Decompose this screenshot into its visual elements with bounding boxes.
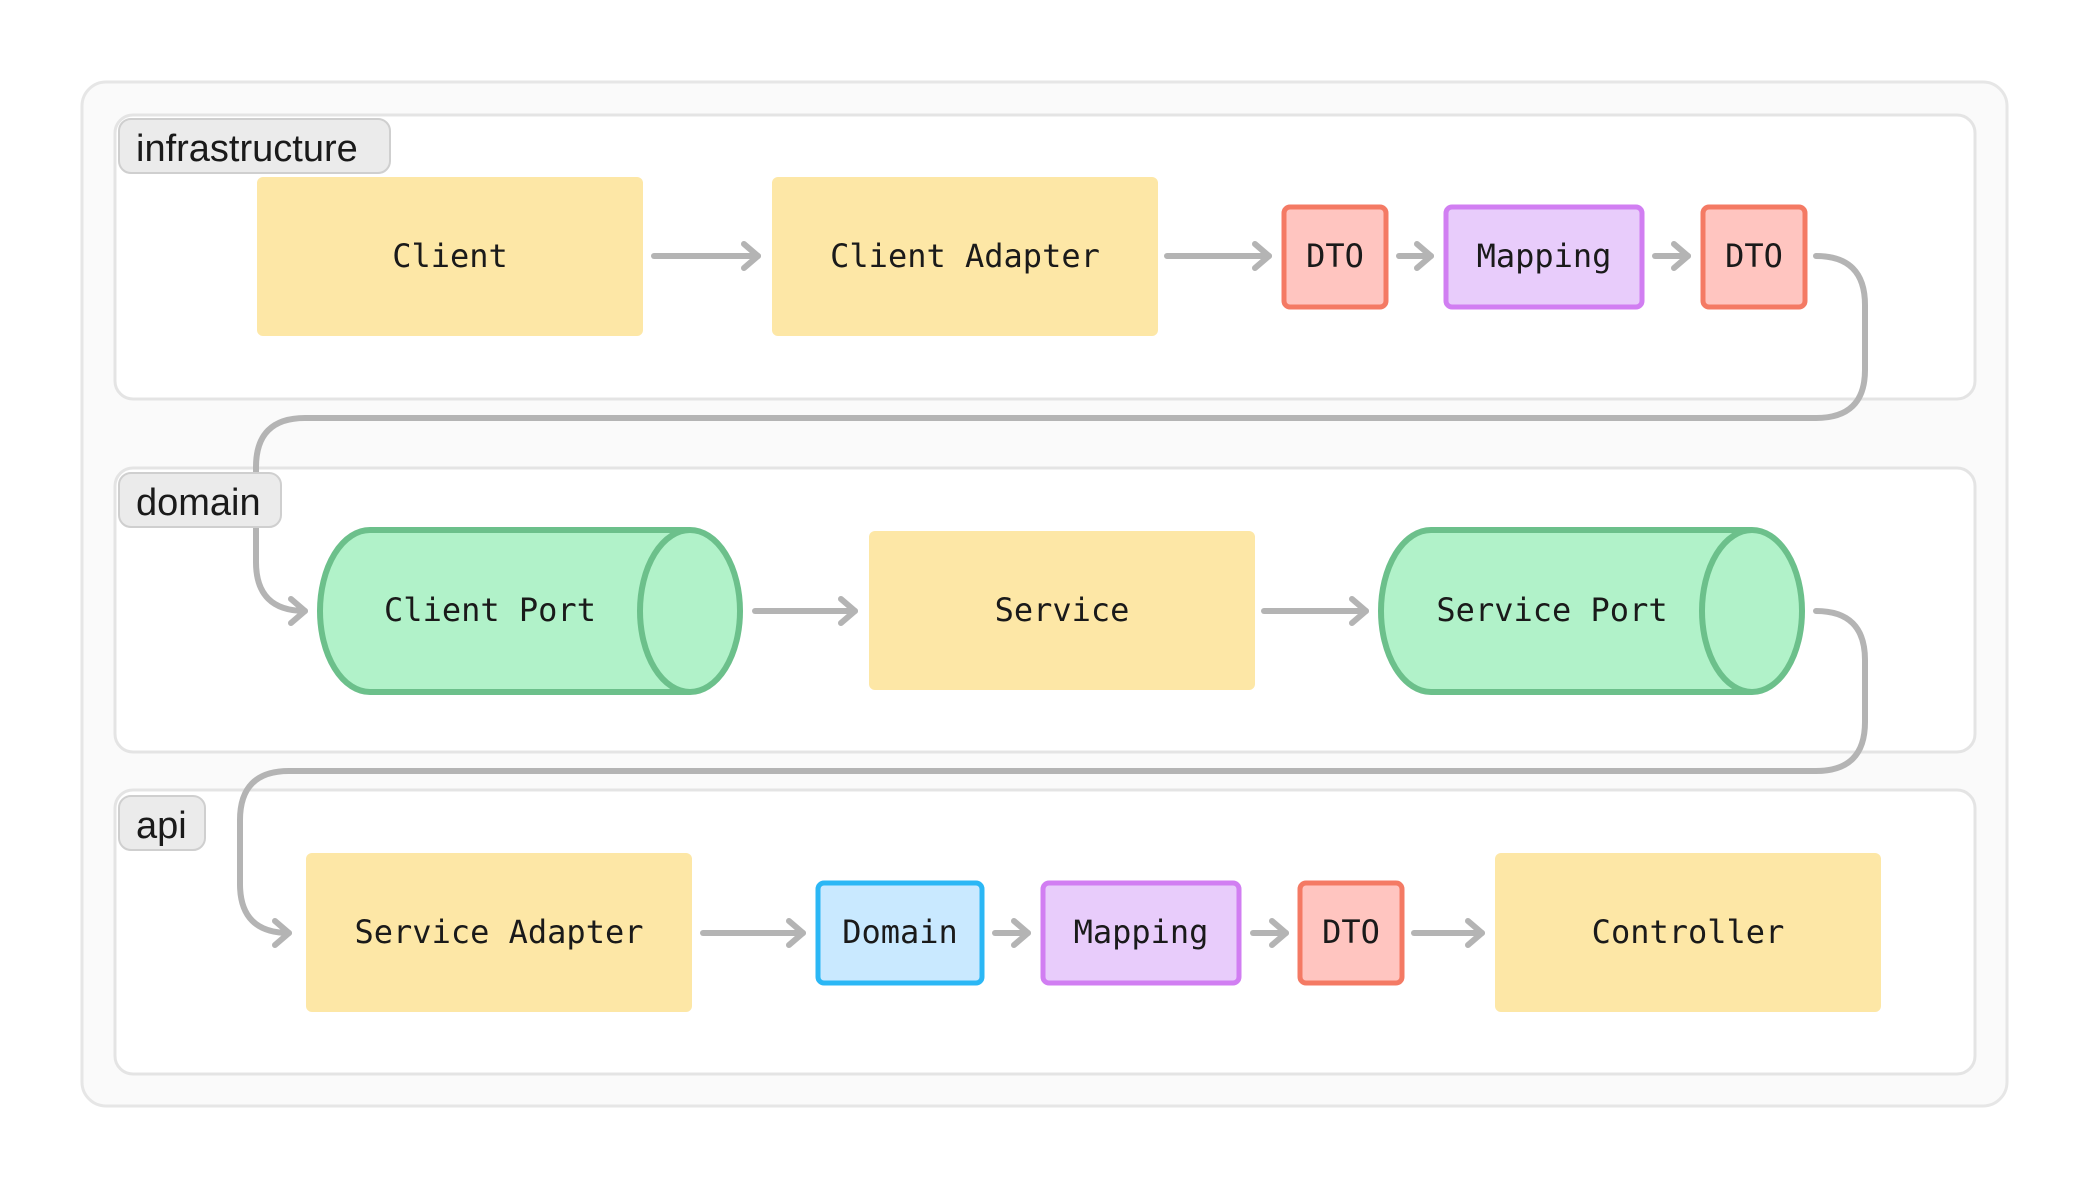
connector-infrastructure-to-domain xyxy=(253,253,1868,626)
node-client-adapter: Client Adapter xyxy=(772,177,1158,336)
node-domain-model: Domain xyxy=(815,880,985,986)
lane-label-api-text: api xyxy=(136,805,187,847)
node-dto-api: DTO xyxy=(1297,880,1405,986)
node-mapping-infrastructure: Mapping xyxy=(1443,204,1645,310)
node-dto-infrastructure-1: DTO xyxy=(1281,204,1389,310)
node-controller-label: Controller xyxy=(1592,913,1785,951)
node-dto-infrastructure-2: DTO xyxy=(1700,204,1808,310)
node-client-port: Client Port xyxy=(317,527,743,695)
lane-label-domain: domain xyxy=(118,472,282,528)
connectors xyxy=(237,241,1868,948)
node-service-adapter-label: Service Adapter xyxy=(355,913,644,951)
lane-label-domain-text: domain xyxy=(136,482,261,524)
node-service-port: Service Port xyxy=(1378,527,1805,695)
node-mapping-infrastructure-label: Mapping xyxy=(1477,237,1612,275)
node-dto-infrastructure-2-label: DTO xyxy=(1725,237,1783,275)
node-controller: Controller xyxy=(1495,853,1881,1012)
node-domain-model-label: Domain xyxy=(842,913,958,951)
node-service: Service xyxy=(869,531,1255,690)
node-service-adapter: Service Adapter xyxy=(306,853,692,1012)
lane-label-infrastructure: infrastructure xyxy=(118,118,391,174)
node-dto-infrastructure-1-label: DTO xyxy=(1306,237,1364,275)
node-mapping-api: Mapping xyxy=(1040,880,1242,986)
connector-domain-to-api xyxy=(237,608,1868,948)
node-client-label: Client xyxy=(392,237,508,275)
node-service-port-label: Service Port xyxy=(1436,591,1667,629)
node-mapping-api-label: Mapping xyxy=(1074,913,1209,951)
node-service-label: Service xyxy=(995,591,1130,629)
lane-label-infrastructure-text: infrastructure xyxy=(136,128,358,170)
node-client-adapter-label: Client Adapter xyxy=(830,237,1100,275)
lane-label-api: api xyxy=(118,795,206,851)
node-client: Client xyxy=(257,177,643,336)
node-dto-api-label: DTO xyxy=(1322,913,1380,951)
node-client-port-label: Client Port xyxy=(384,591,596,629)
